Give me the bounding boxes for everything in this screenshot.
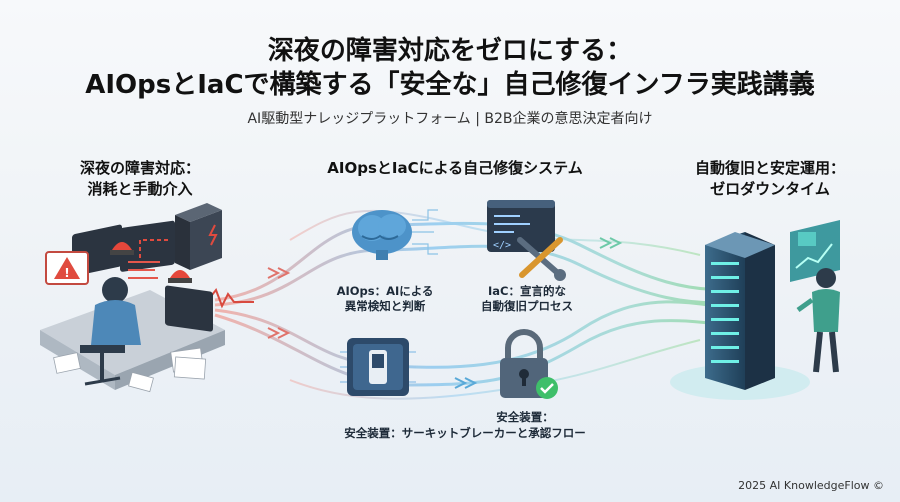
- error-signal-line: [207, 288, 254, 309]
- stressed-operator-illustration: [40, 220, 225, 393]
- svg-text:!: !: [64, 266, 69, 280]
- aiops-label-line-2: 異常検知と判断: [344, 299, 426, 313]
- iac-label-line-1: IaC：宣言的な: [488, 284, 566, 298]
- circuit-breaker-icon: [340, 338, 416, 396]
- right-heading: 自動復旧と安定運用： ゼロダウンタイム: [670, 158, 870, 200]
- right-heading-line-1: 自動復旧と安定運用：: [694, 159, 845, 177]
- center-heading: AIOpsとIaCによる自己修復システム: [327, 159, 583, 177]
- iac-label: IaC：宣言的な 自動復旧プロセス: [462, 284, 592, 314]
- copyright-footer: 2025 AI KnowledgeFlow ©: [738, 479, 884, 492]
- check-icon: [536, 377, 558, 399]
- lock-safety-label: 安全装置：: [496, 410, 554, 424]
- wrench-icon: [517, 237, 566, 281]
- title-line-2: AIOpsとIaCで構築する「安全な」自己修復インフラ実践講義: [85, 70, 815, 100]
- flow-arrows: [267, 237, 623, 389]
- breaker-safety-label: 安全装置：サーキットブレーカーと承認フロー: [344, 426, 586, 440]
- healthy-server-icon: [670, 232, 810, 400]
- subtitle: AI駆動型ナレッジプラットフォーム | B2B企業の意思決定者向け: [247, 111, 653, 127]
- server-rack-icon: [175, 203, 222, 270]
- neural-lines: [412, 209, 438, 255]
- engineer-figure: [796, 268, 840, 373]
- warning-icon: !: [45, 251, 89, 285]
- right-heading-line-2: ゼロダウンタイム: [710, 180, 830, 198]
- left-heading-line-1: 深夜の障害対応：: [79, 159, 200, 177]
- alarm-light-icon: [110, 242, 192, 283]
- aiops-label-line-1: AIOps：AIによる: [336, 284, 434, 298]
- dashboard-panel-icon: [790, 220, 840, 282]
- brain-icon: [352, 210, 412, 260]
- code-terminal-icon: </>: [487, 200, 555, 252]
- svg-text:</>: </>: [493, 240, 511, 251]
- left-heading-line-2: 消耗と手動介入: [87, 180, 193, 198]
- iac-label-line-2: 自動復旧プロセス: [481, 299, 573, 313]
- title-line-1: 深夜の障害対応をゼロにする：: [267, 36, 633, 66]
- alert-connector: [139, 239, 168, 260]
- left-heading: 深夜の障害対応： 消耗と手動介入: [50, 158, 230, 200]
- aiops-label: AIOps：AIによる 異常検知と判断: [320, 284, 450, 314]
